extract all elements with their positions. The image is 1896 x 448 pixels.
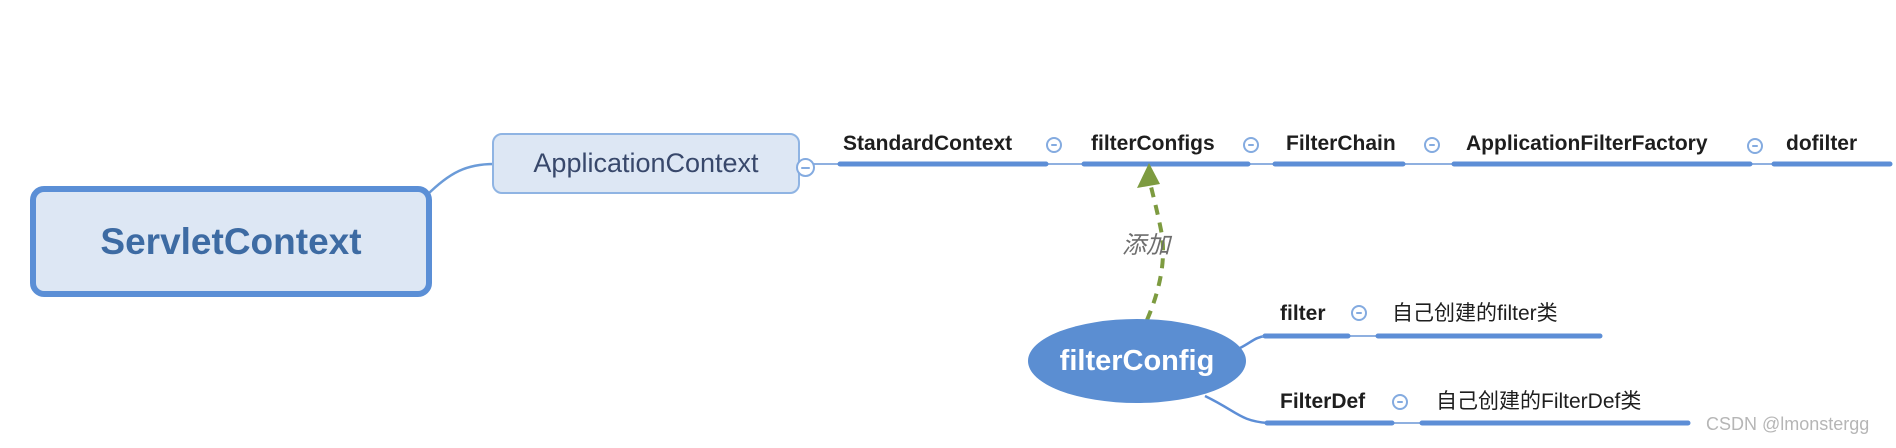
relationship-arrow-line bbox=[1145, 181, 1165, 321]
collapse-icon-standardcontext[interactable] bbox=[1046, 137, 1062, 153]
collapse-icon-filter[interactable] bbox=[1351, 305, 1367, 321]
minus-bar-icon bbox=[1248, 144, 1254, 146]
relationship-arrowhead-icon bbox=[1137, 163, 1160, 188]
node-servletcontext-label: ServletContext bbox=[100, 220, 362, 262]
node-filterconfig-ellipse[interactable]: filterConfig bbox=[1028, 319, 1246, 403]
node-filterconfigs[interactable]: filterConfigs bbox=[1091, 132, 1215, 155]
note-filter[interactable]: 自己创建的filter类 bbox=[1392, 302, 1558, 325]
node-applicationfilterfactory[interactable]: ApplicationFilterFactory bbox=[1466, 132, 1708, 155]
node-standardcontext[interactable]: StandardContext bbox=[843, 132, 1013, 155]
ellipse-branch-curve-filter bbox=[1239, 334, 1267, 350]
node-dofilter[interactable]: dofilter bbox=[1786, 132, 1858, 155]
collapse-icon-filterconfigs[interactable] bbox=[1243, 137, 1259, 153]
minus-bar-icon bbox=[1752, 145, 1758, 147]
node-filter[interactable]: filter bbox=[1280, 302, 1326, 325]
node-filterdef[interactable]: FilterDef bbox=[1280, 390, 1366, 413]
minus-bar-icon bbox=[1051, 144, 1057, 146]
collapse-icon-applicationfilterfactory[interactable] bbox=[1747, 138, 1763, 154]
csdn-watermark: CSDN @lmonstergg bbox=[1706, 414, 1870, 434]
note-filterdef[interactable]: 自己创建的FilterDef类 bbox=[1436, 390, 1642, 413]
root-connector-line bbox=[425, 162, 495, 197]
node-filterconfig-label: filterConfig bbox=[1059, 344, 1215, 377]
minus-bar-icon bbox=[801, 166, 810, 169]
node-applicationcontext-label: ApplicationContext bbox=[533, 148, 759, 178]
node-applicationcontext[interactable]: ApplicationContext bbox=[492, 133, 800, 194]
ellipse-branch-curve-filterdef bbox=[1204, 394, 1269, 425]
node-servletcontext[interactable]: ServletContext bbox=[30, 186, 432, 297]
collapse-icon-applicationcontext[interactable] bbox=[796, 158, 815, 177]
collapse-icon-filterdef[interactable] bbox=[1392, 394, 1408, 410]
minus-bar-icon bbox=[1429, 144, 1435, 146]
collapse-icon-filterchain[interactable] bbox=[1424, 137, 1440, 153]
relationship-label[interactable]: 添加 bbox=[1122, 232, 1170, 259]
minus-bar-icon bbox=[1356, 312, 1362, 314]
minus-bar-icon bbox=[1397, 401, 1403, 403]
node-filterchain[interactable]: FilterChain bbox=[1286, 132, 1396, 155]
